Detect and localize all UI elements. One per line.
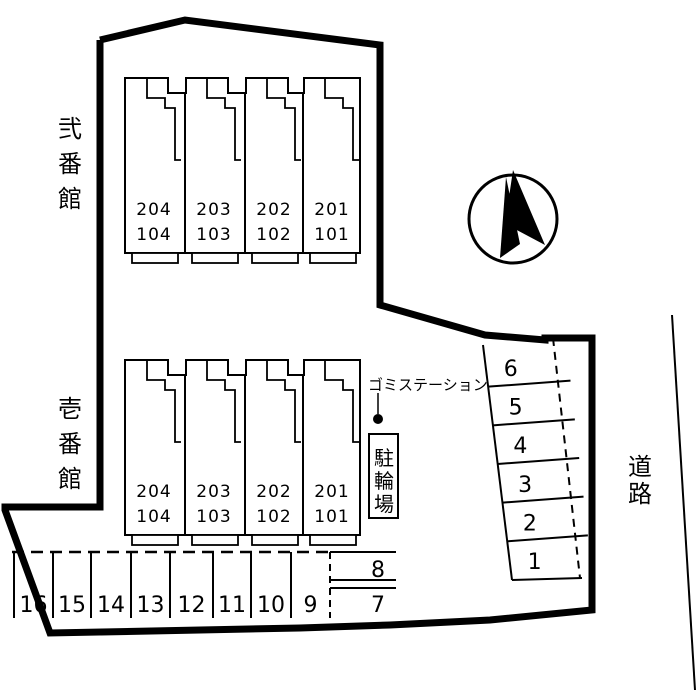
north-arrow-icon [467,170,559,265]
upper-name-char: 館 [58,185,82,213]
unit-number-upper-floor: 202 [256,200,291,220]
upper-building-name: 弐 番 館 [58,115,82,213]
lower-name-char: 館 [58,465,82,493]
parking-slot-label: 16 [20,593,48,618]
unit-number-upper-floor: 202 [256,482,291,502]
side-parking-stack: 8 7 [329,552,396,618]
unit-number-upper-floor: 201 [314,200,349,220]
parking-slot-label: 9 [304,593,318,618]
parking-slot-label: 12 [178,593,206,618]
svg-text:輪: 輪 [374,469,394,493]
parking-slot-label: 10 [257,593,285,618]
upper-building: 204 104 203 103 202 102 201 101 [124,77,361,264]
property-boundary [1,16,596,637]
parking-slot-label: 6 [504,357,518,382]
road-label: 道 路 [628,453,652,508]
parking-slot-label: 11 [218,593,246,618]
unit-number-lower-floor: 101 [314,225,349,245]
parking-slot-label: 7 [371,593,385,618]
lower-name-char: 番 [58,430,82,458]
unit-number-upper-floor: 204 [136,482,171,502]
parking-slot-label: 8 [371,558,385,583]
unit-number-lower-floor: 101 [314,507,349,527]
parking-slot-label: 3 [518,473,532,498]
unit-number-upper-floor: 203 [196,200,231,220]
right-parking-column: 6 5 4 3 2 1 [482,337,588,581]
upper-name-char: 番 [58,150,82,178]
unit-number-lower-floor: 102 [256,507,291,527]
lower-building: 204 104 203 103 202 102 201 101 [124,359,361,546]
svg-text:路: 路 [628,480,652,508]
svg-text:道: 道 [628,453,652,481]
unit-number-lower-floor: 104 [136,225,171,245]
parking-slot-label: 13 [137,593,165,618]
unit-number-lower-floor: 102 [256,225,291,245]
unit-number-upper-floor: 204 [136,200,171,220]
garbage-station-label: ゴミステーション [368,376,488,394]
parking-slot-label: 2 [523,512,537,537]
unit-number-lower-floor: 104 [136,507,171,527]
bicycle-parking: 駐 輪 場 [368,433,399,519]
garbage-station: ゴミステーション [368,376,488,424]
unit-number-upper-floor: 203 [196,482,231,502]
parking-slot-label: 1 [528,550,542,575]
parking-slot-label: 4 [513,434,527,459]
upper-name-char: 弐 [58,115,82,143]
parking-slot-label: 5 [509,396,523,421]
parking-slot-label: 15 [58,593,86,618]
lower-building-name: 壱 番 館 [58,395,82,493]
unit-number-lower-floor: 103 [196,507,231,527]
svg-text:場: 場 [374,492,394,516]
unit-number-upper-floor: 201 [314,482,349,502]
unit-number-lower-floor: 103 [196,225,231,245]
svg-text:駐: 駐 [374,446,394,470]
road-edge [671,314,696,691]
parking-slot-label: 14 [97,593,125,618]
bottom-parking-row: 16 15 14 13 12 11 10 9 [12,550,396,618]
lower-name-char: 壱 [58,395,82,423]
